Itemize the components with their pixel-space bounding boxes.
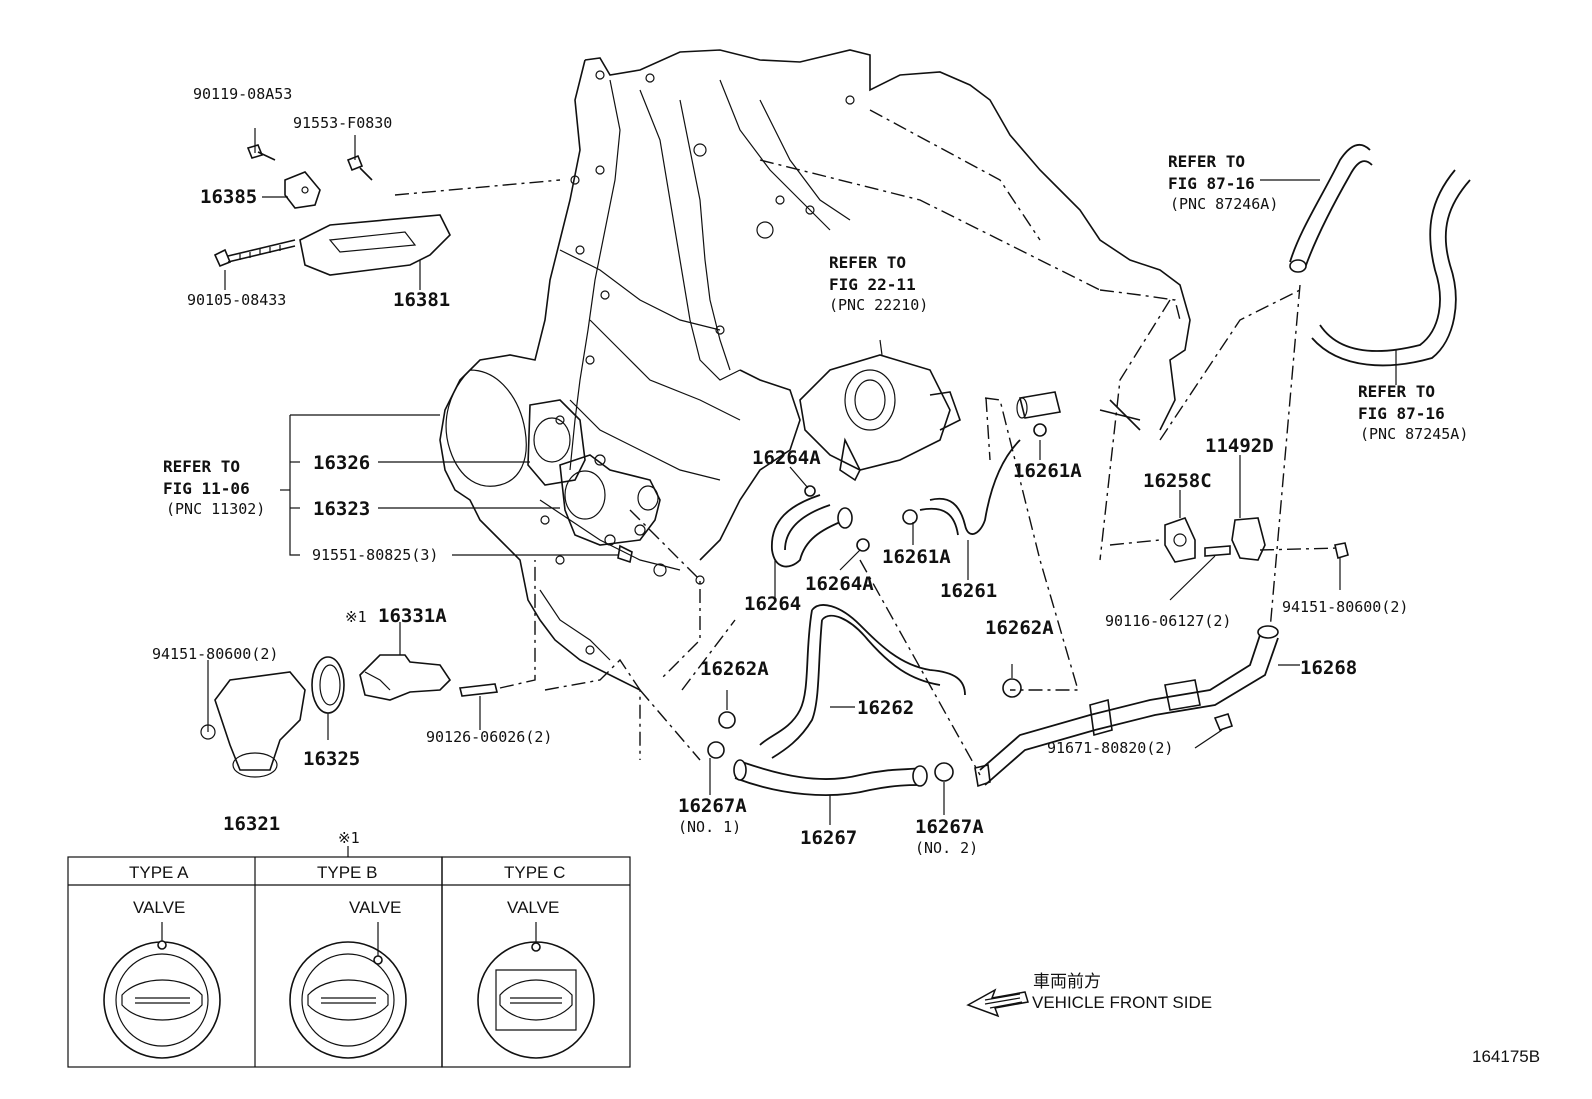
label-94151-left: 94151-80600(2) bbox=[152, 645, 278, 663]
thermostat-type-b bbox=[289, 922, 407, 1059]
label-90105: 90105-08433 bbox=[187, 291, 286, 309]
type-table bbox=[67, 846, 631, 1068]
label-16261a-mid: 16261A bbox=[882, 546, 951, 568]
label-16261a-right: 16261A bbox=[1013, 460, 1082, 482]
label-16267a-no2: 16267A bbox=[915, 816, 984, 838]
labels: 90119-08A53 91553-F0830 16385 90105-0843… bbox=[129, 85, 1540, 1066]
water-inlet-housing bbox=[527, 399, 701, 681]
label-16267a-no1: 16267A bbox=[678, 795, 747, 817]
ref-11-line2: FIG 11-06 bbox=[163, 479, 250, 498]
bracket-assembly bbox=[213, 144, 561, 276]
arrow-left-icon bbox=[966, 988, 1029, 1018]
label-16381: 16381 bbox=[393, 289, 450, 311]
ref-87b-line2: FIG 87-16 bbox=[1358, 404, 1445, 423]
label-90116: 90116-06127(2) bbox=[1105, 612, 1231, 630]
type-a-header: TYPE A bbox=[129, 863, 189, 882]
label-91551: 91551-80825(3) bbox=[312, 546, 438, 564]
label-16262: 16262 bbox=[857, 697, 914, 719]
clamps bbox=[707, 423, 1047, 782]
upper-right-hoses bbox=[1260, 143, 1471, 385]
label-16321: 16321 bbox=[223, 813, 280, 835]
label-16262a-right: 16262A bbox=[985, 617, 1054, 639]
ref-87a-line3: (PNC 87246A) bbox=[1170, 195, 1278, 213]
label-16326: 16326 bbox=[313, 452, 370, 474]
type-c-valve-label: VALVE bbox=[507, 898, 559, 917]
label-16261: 16261 bbox=[940, 580, 997, 602]
ref-87b-line1: REFER TO bbox=[1358, 382, 1435, 401]
label-16267a-no1-sub: (NO. 1) bbox=[678, 818, 741, 836]
type-c-header: TYPE C bbox=[504, 863, 565, 882]
label-16331a: 16331A bbox=[378, 605, 447, 627]
label-90126: 90126-06026(2) bbox=[426, 728, 552, 746]
ref-22-line3: (PNC 22210) bbox=[829, 296, 928, 314]
label-11492d: 11492D bbox=[1205, 435, 1274, 457]
label-16323: 16323 bbox=[313, 498, 370, 520]
label-90119: 90119-08A53 bbox=[193, 85, 292, 103]
ref-11-line3: (PNC 11302) bbox=[166, 500, 265, 518]
thermostat-type-a bbox=[103, 922, 221, 1059]
label-16331a-mark: ※1 bbox=[345, 608, 367, 626]
label-16264: 16264 bbox=[744, 593, 801, 615]
table-mark: ※1 bbox=[338, 829, 360, 847]
engine-block bbox=[439, 49, 1191, 760]
hoses bbox=[733, 391, 1061, 797]
label-16267a-no2-sub: (NO. 2) bbox=[915, 839, 978, 857]
label-91671: 91671-80820(2) bbox=[1047, 739, 1173, 757]
label-16325: 16325 bbox=[303, 748, 360, 770]
label-16264a-top: 16264A bbox=[752, 447, 821, 469]
label-16264a-bottom: 16264A bbox=[805, 573, 874, 595]
front-side-en: VEHICLE FRONT SIDE bbox=[1032, 993, 1212, 1012]
figure-id: 164175B bbox=[1472, 1047, 1540, 1066]
left-leaders bbox=[224, 128, 618, 556]
water-pipe bbox=[974, 625, 1300, 788]
ref-87a-line2: FIG 87-16 bbox=[1168, 174, 1255, 193]
ref-22-line1: REFER TO bbox=[829, 253, 906, 272]
mid-leaders bbox=[709, 440, 1041, 825]
ref-22-line2: FIG 22-11 bbox=[829, 275, 916, 294]
type-b-valve-label: VALVE bbox=[349, 898, 401, 917]
front-side-jp: 車両前方 bbox=[1033, 972, 1101, 991]
ref-87b-line3: (PNC 87245A) bbox=[1360, 425, 1468, 443]
label-16262a-left: 16262A bbox=[700, 658, 769, 680]
label-16385: 16385 bbox=[200, 186, 257, 208]
label-16258c: 16258C bbox=[1143, 470, 1212, 492]
thermostat-parts bbox=[200, 560, 536, 778]
thermostat-type-c bbox=[477, 922, 595, 1059]
label-16267: 16267 bbox=[800, 827, 857, 849]
dash-connections bbox=[639, 284, 1341, 776]
label-94151-right: 94151-80600(2) bbox=[1282, 598, 1408, 616]
label-91553: 91553-F0830 bbox=[293, 114, 392, 132]
ref-87a-line1: REFER TO bbox=[1168, 152, 1245, 171]
gasket-parts bbox=[1164, 455, 1349, 601]
label-16268: 16268 bbox=[1300, 657, 1357, 679]
type-a-valve-label: VALVE bbox=[133, 898, 185, 917]
throttle-body bbox=[799, 339, 961, 482]
type-b-header: TYPE B bbox=[317, 863, 377, 882]
ref-11-line1: REFER TO bbox=[163, 457, 240, 476]
